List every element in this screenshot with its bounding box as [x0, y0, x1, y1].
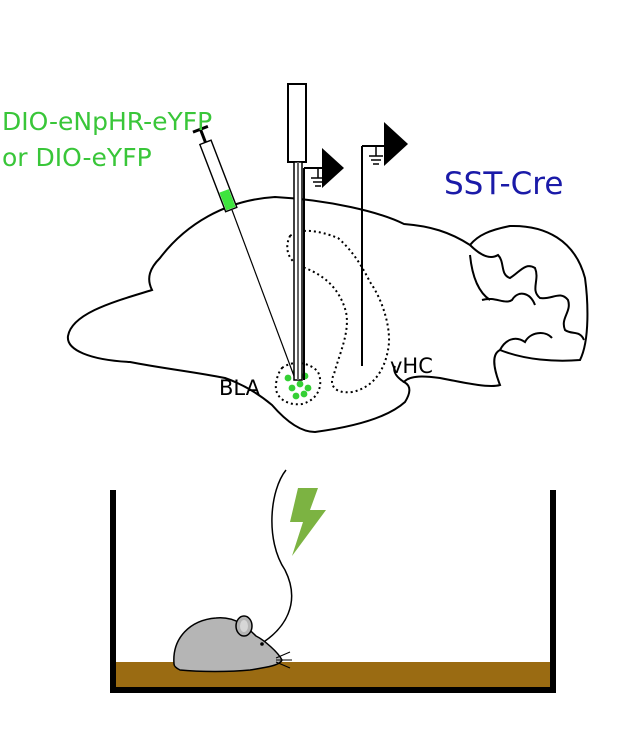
fiber-ferrule [287, 83, 307, 163]
syringe-fluid [219, 189, 236, 211]
cell [284, 374, 292, 382]
mouse [173, 615, 292, 673]
optic-fiber-implant [287, 83, 307, 381]
syringe-plunger-cap [192, 124, 209, 134]
mouse-whiskers [275, 651, 292, 669]
ground-symbol-icon [311, 168, 325, 187]
lightning-bolt-icon [290, 488, 326, 556]
injection-needle-track [231, 209, 295, 377]
amplifier-triangle-icon [384, 122, 408, 166]
cell [292, 392, 300, 400]
box-walls [110, 490, 556, 693]
cell [304, 384, 312, 392]
cell [296, 380, 304, 388]
ground-symbol-icon [369, 146, 383, 165]
hippocampus-dotted-outline [286, 230, 390, 394]
optic-patch-cable [249, 469, 293, 651]
bla-recording-electrode [303, 148, 344, 380]
brainstem-contour [393, 365, 405, 383]
brain-sagittal [66, 195, 589, 434]
vhc-label: vHC [390, 354, 433, 378]
syringe-plunger [199, 128, 207, 143]
mouse-eye [260, 642, 264, 646]
bla-label: BLA [219, 376, 261, 400]
cell [300, 390, 308, 398]
mouse-ear-inner [240, 620, 248, 632]
cell [288, 384, 296, 392]
injection-syringe [192, 124, 295, 377]
mouse-body [173, 617, 283, 673]
mouse-line-label: SST-Cre [444, 166, 563, 202]
cerebellum-folds [469, 244, 585, 351]
virus-label-line1: DIO-eNpHR-eYFP [2, 107, 212, 136]
vhc-recording-electrode [361, 122, 408, 366]
amplifier-triangle-icon [322, 148, 344, 188]
brain-outline [66, 195, 589, 434]
virus-label-line2: or DIO-eYFP [2, 143, 152, 172]
bla-dotted-region [274, 362, 322, 406]
